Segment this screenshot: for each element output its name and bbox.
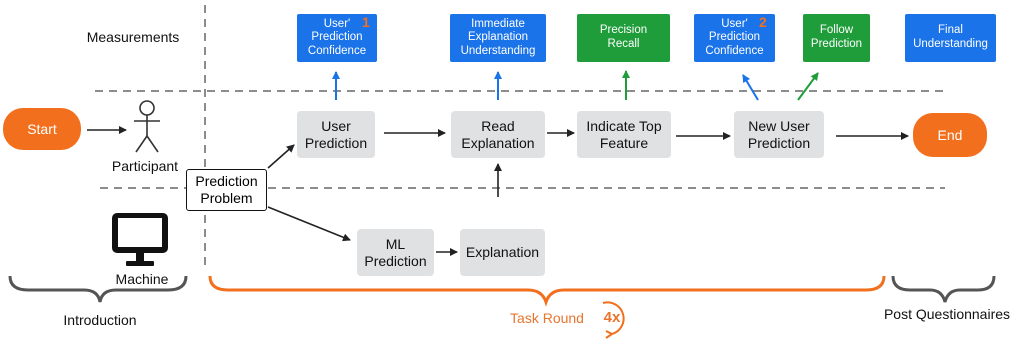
task-round-brace — [208, 275, 886, 307]
introduction-label: Introduction — [63, 311, 137, 328]
measure-immediate-explanation-understanding: Immediate Explanation Understanding — [450, 14, 546, 62]
participant-icon — [134, 100, 160, 153]
introduction-brace — [8, 275, 188, 303]
measurements-label: Measurements — [86, 28, 180, 45]
measure-user-prediction-confidence-1: User' Prediction Confidence — [297, 14, 377, 62]
user-prediction-step: User Prediction — [297, 111, 375, 158]
arrow-problem-userpred — [267, 144, 295, 169]
ml-prediction-step: ML Prediction — [357, 229, 434, 276]
measure-badge-1: 1 — [362, 14, 370, 30]
measure-follow-prediction: Follow Prediction — [803, 14, 870, 62]
task-round-label: Task Round — [510, 309, 584, 326]
end-node: End — [913, 113, 987, 157]
measure-user-prediction-confidence-2: User' Prediction Confidence — [694, 14, 775, 62]
monitor-icon — [112, 213, 168, 266]
prediction-problem-box: Prediction Problem — [186, 169, 267, 211]
measure-precision-recall: Precision Recall — [577, 14, 670, 62]
post-questionnaires-label: Post Questionnaires — [883, 305, 1011, 322]
arrow-measure-follow-prediction — [797, 72, 819, 101]
read-explanation-step: Read Explanation — [451, 111, 545, 158]
task-round-repeat-count: 4x — [603, 309, 621, 327]
explanation-step: Explanation — [460, 229, 545, 276]
arrow-measure-confidence-2 — [742, 74, 759, 101]
post-questionnaires-brace — [891, 275, 996, 303]
participant-label: Participant — [111, 157, 179, 174]
indicate-top-feature-step: Indicate Top Feature — [577, 111, 671, 158]
repeat-cycle-icon — [602, 301, 625, 335]
machine-label: Machine — [115, 270, 169, 287]
arrow-problem-ml — [267, 206, 351, 242]
new-user-prediction-step: New User Prediction — [734, 111, 824, 158]
measure-badge-2: 2 — [759, 14, 767, 30]
start-node: Start — [3, 108, 81, 150]
measure-final-understanding: Final Understanding — [905, 14, 996, 62]
